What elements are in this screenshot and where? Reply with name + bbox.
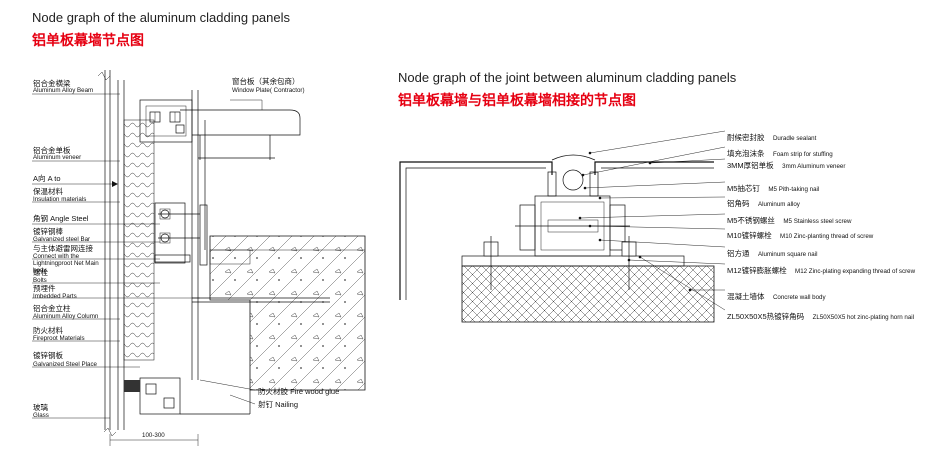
right-title-zh: 铝单板幕墙与铝单板幕墙相接的节点图 (398, 92, 636, 108)
label-column-zh: 铝合金立柱 (33, 304, 71, 313)
label-column-en: Aluminum Alloy Column (33, 313, 99, 320)
label-angle-steel: 角钢 Angle Steel (33, 214, 89, 223)
label-m5-screw: M5不锈钢螺丝 M5 Stainless steel screw (727, 216, 852, 226)
label-glass-en: Glass (33, 412, 49, 419)
label-imbedded-zh: 预埋件 (33, 284, 56, 293)
label-glass-zh: 玻璃 (33, 403, 48, 412)
label-veneer-zh: 铝合金单板 (33, 146, 71, 155)
label-m5-nail: M5抽芯钉 M5 Pith-taking nail (727, 184, 820, 194)
label-beam-en: Aluminum Alloy Beam (33, 87, 94, 94)
label-fireproof-zh: 防火材料 (33, 326, 63, 335)
label-zl-angle: ZL50X50X5热镀锌角码 ZL50X50X5 hot zinc-platin… (727, 312, 915, 322)
label-insulation-en: Insulation materials (33, 196, 87, 203)
label-a-to: A向 A to (33, 174, 61, 183)
label-insulation-zh: 保温材料 (33, 187, 63, 196)
label-lightning-zh: 与主体避雷网连接 (33, 244, 93, 253)
right-title-en: Node graph of the joint between aluminum… (398, 70, 737, 85)
left-title-en: Node graph of the aluminum cladding pane… (32, 10, 291, 25)
label-concrete: 混凝土墙体 Concrete wall body (727, 292, 826, 302)
label-steel-plate-en: Galvanized Steel Place (33, 361, 97, 368)
label-veneer-en: Aluminum veneer (33, 154, 82, 161)
left-title-zh: 铝单板幕墙节点图 (32, 32, 144, 48)
label-beam-zh: 铝合金横梁 (33, 79, 71, 88)
label-foam: 填充泡沫条 Foam strip for stuffing (727, 149, 833, 159)
label-3mm-veneer: 3MM厚铝单板 3mm Aluminum veneer (727, 161, 846, 171)
label-m10-bolt: M10镀锌螺栓 M10 Zinc-planting thread of scre… (727, 231, 874, 241)
label-fireproof-en: Fireproot Materials (33, 335, 85, 342)
label-sealant: 耐候密封胶 Duradle sealant (727, 133, 817, 143)
label-imbedded-en: Imbedded Parts (33, 293, 77, 300)
label-square-tube: 铝方通 Aluminum square nail (727, 249, 818, 259)
label-window-zh: 窗台板（其余包商） (232, 77, 300, 86)
label-bolts-en: Bolts (33, 277, 47, 284)
label-bolts-zh: 螺栓 (33, 268, 48, 277)
label-aluminum-angle: 铝角码 Aluminum alloy (727, 199, 800, 209)
label-steel-bar-zh: 镀锌钢棒 (33, 227, 63, 236)
label-steel-bar-en: Galvanized steel Bar (33, 236, 91, 243)
label-lightning-en: Connect with the Lightningproot Net Main… (33, 253, 99, 274)
label-nailing: 射钉 Nailing (258, 400, 299, 409)
dimension-label: 100-300 (142, 432, 165, 439)
label-window-en: Window Plate( Contractor) (232, 87, 305, 94)
label-m12-bolt: M12镀锌膨胀螺栓 M12 Zinc-plating expanding thr… (727, 266, 916, 276)
label-fire-glue: 防火材胶 Fire wood glue (258, 387, 340, 396)
label-steel-plate-zh: 镀锌钢板 (33, 351, 63, 360)
